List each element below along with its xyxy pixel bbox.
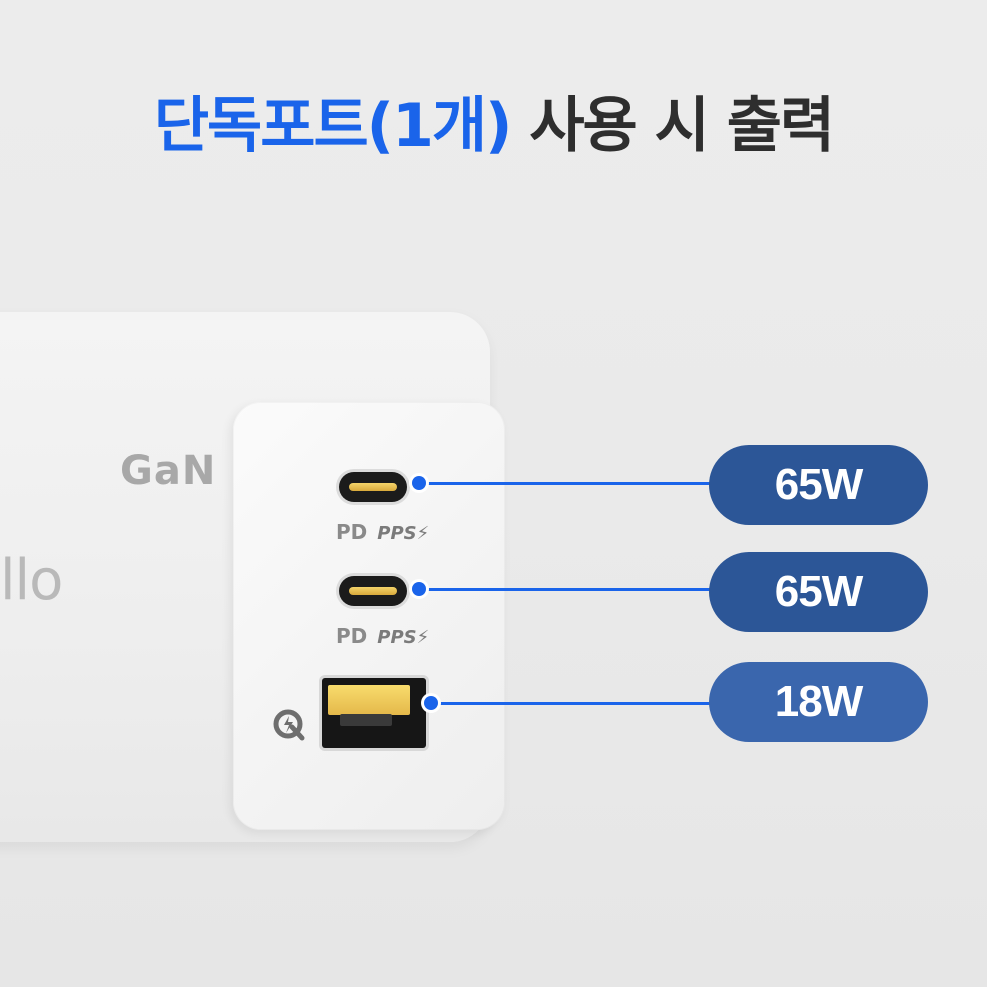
pps-logo: PPS⚡ [377, 523, 430, 544]
leader-line-2 [420, 588, 710, 591]
pps-logo: PPS⚡ [377, 627, 430, 648]
usb-c-pin [349, 483, 397, 491]
leader-line-1 [420, 482, 710, 485]
quick-charge-icon [273, 709, 305, 741]
output-pill-1: 65W [709, 445, 928, 525]
output-pill-2: 65W [709, 552, 928, 632]
usb-a-contacts [340, 714, 392, 726]
usb-a-port [322, 678, 426, 748]
usb-c-port-2 [339, 576, 407, 606]
charger-face [233, 402, 505, 830]
leader-dot-2 [412, 582, 426, 596]
output-pill-3: 18W [709, 662, 928, 742]
leader-dot-1 [412, 476, 426, 490]
port-2-standards: PD PPS⚡ [336, 624, 429, 648]
leader-line-3 [432, 702, 710, 705]
pd-logo-icon: PD [336, 520, 368, 544]
leader-dot-3 [424, 696, 438, 710]
pd-logo-icon: PD [336, 624, 368, 648]
usb-a-tongue [328, 685, 410, 715]
brand-logo-partial: llo [0, 548, 63, 613]
gan-label: GaN [120, 448, 217, 494]
usb-c-pin [349, 587, 397, 595]
headline: 단독포트(1개) 사용 시 출력 [0, 92, 987, 161]
headline-highlight: 단독포트(1개) [153, 91, 513, 161]
headline-rest: 사용 시 출력 [510, 91, 835, 161]
port-1-standards: PD PPS⚡ [336, 520, 429, 544]
usb-c-port-1 [339, 472, 407, 502]
